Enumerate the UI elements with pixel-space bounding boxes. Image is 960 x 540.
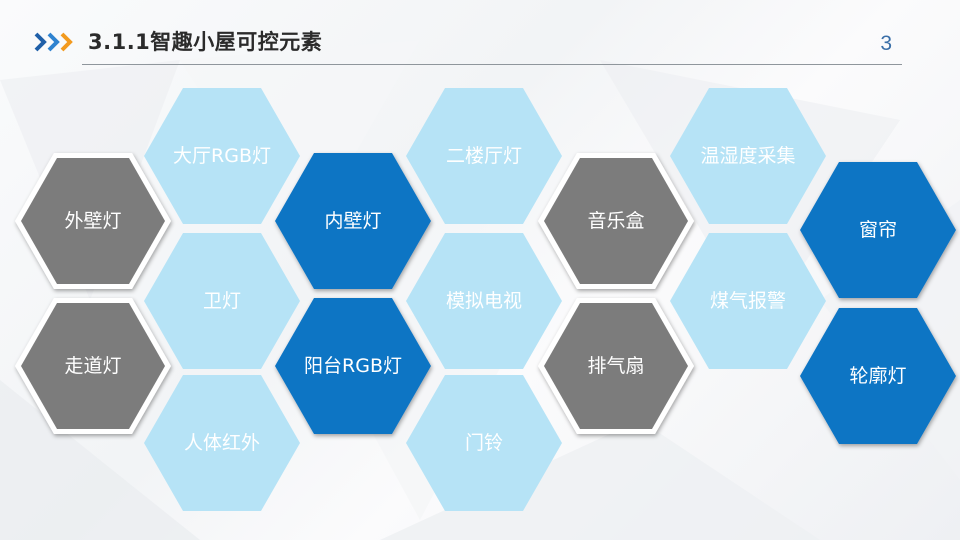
hex-label: 大厅RGB灯 (173, 145, 271, 167)
hex-label: 温湿度采集 (700, 145, 795, 167)
hex-exhaust-fan: 排气扇 (538, 298, 694, 434)
hex-gas-alarm: 煤气报警 (670, 233, 826, 369)
hex-label: 窗帘 (859, 219, 897, 241)
hex-inner-wall-light: 内壁灯 (275, 153, 431, 289)
hex-label: 二楼厅灯 (446, 145, 522, 167)
hex-label: 轮廓灯 (849, 365, 906, 387)
hex-label: 煤气报警 (710, 290, 786, 312)
hex-shape (21, 158, 165, 284)
hex-shape (670, 233, 826, 369)
hex-label: 排气扇 (587, 355, 644, 377)
hex-human-infrared-sensor: 人体红外 (144, 375, 300, 511)
hex-label: 音乐盒 (587, 210, 644, 232)
hex-shape (406, 233, 562, 369)
hex-label: 卫灯 (203, 290, 241, 312)
hex-label: 模拟电视 (446, 290, 522, 312)
page-number: 3 (880, 32, 892, 55)
hex-label: 阳台RGB灯 (304, 355, 402, 377)
hex-shape (275, 153, 431, 289)
hex-shape (544, 303, 688, 429)
hex-shape (144, 88, 300, 224)
hex-hall-rgb-light: 大厅RGB灯 (144, 88, 300, 224)
hex-shape (406, 375, 562, 511)
hex-music-box: 音乐盒 (538, 153, 694, 289)
hex-bathroom-light: 卫灯 (144, 233, 300, 369)
hex-outer-wall-light: 外壁灯 (15, 153, 171, 289)
hex-balcony-rgb-light: 阳台RGB灯 (275, 298, 431, 434)
hex-shape (144, 375, 300, 511)
hex-shape (544, 158, 688, 284)
hex-shape (21, 303, 165, 429)
hex-shape (670, 88, 826, 224)
header-divider (82, 64, 902, 65)
hex-doorbell: 门铃 (406, 375, 562, 511)
hex-label: 门铃 (465, 432, 503, 454)
hex-corridor-light: 走道灯 (15, 298, 171, 434)
hex-label: 人体红外 (184, 432, 260, 454)
hex-label: 外壁灯 (64, 210, 121, 232)
hex-shape (406, 88, 562, 224)
hex-curtain: 窗帘 (800, 162, 956, 298)
hex-outline-light: 轮廓灯 (800, 308, 956, 444)
hex-label: 内壁灯 (324, 210, 381, 232)
slide-header: 3.1.1智趣小屋可控元素 3 (0, 0, 960, 80)
hex-temp-humidity-sensor: 温湿度采集 (670, 88, 826, 224)
hex-simulated-tv: 模拟电视 (406, 233, 562, 369)
slide-title: 3.1.1智趣小屋可控元素 (88, 30, 323, 54)
hex-shape (800, 162, 956, 298)
hex-shape (275, 298, 431, 434)
hex-shape (144, 233, 300, 369)
hex-shape (800, 308, 956, 444)
hex-label: 走道灯 (64, 355, 121, 377)
hex-second-floor-hall-light: 二楼厅灯 (406, 88, 562, 224)
chevron-arrows-icon (34, 32, 73, 52)
